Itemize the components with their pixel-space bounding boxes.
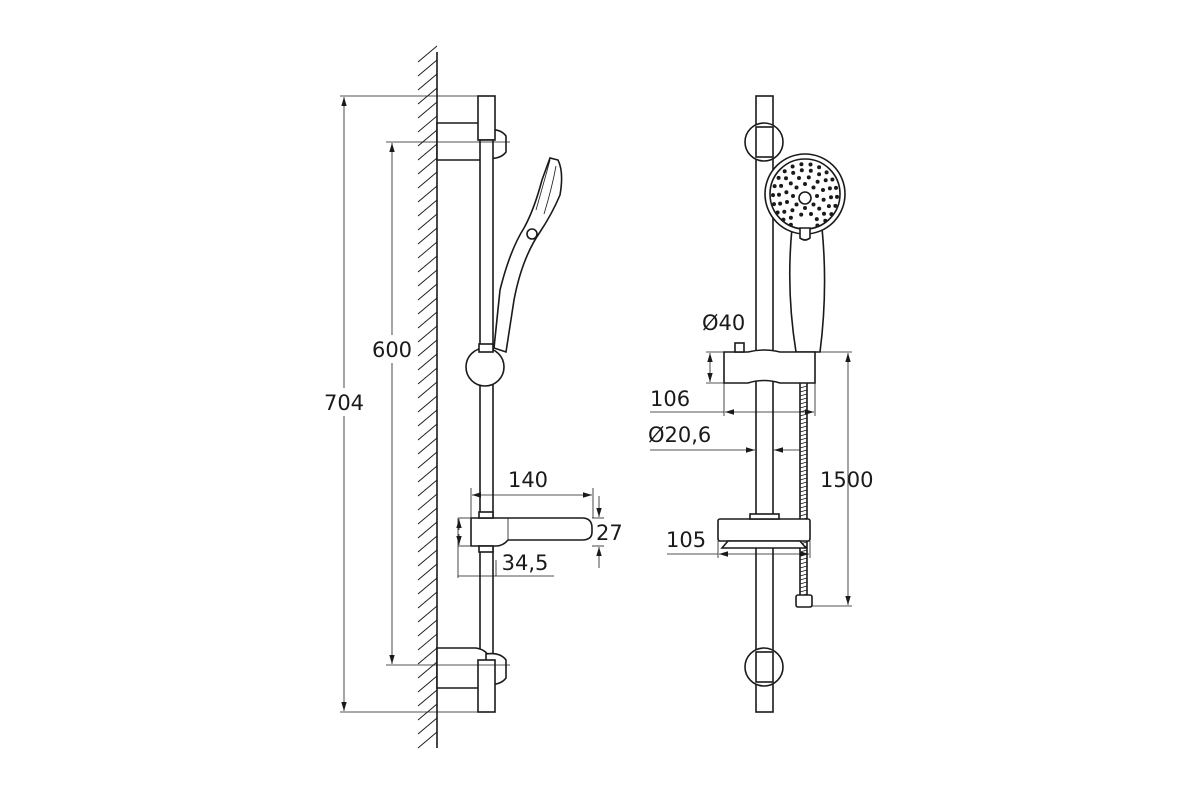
dim-140-label: 140 [508,468,548,492]
front-top-bracket [744,122,784,162]
side-slider-knob [465,347,505,387]
front-handshower [764,153,846,353]
dim-600-label: 600 [372,338,412,362]
top-wall-bracket [436,95,507,161]
shower-hose [795,383,813,608]
dim-diameter-40: Ø40 [702,311,745,384]
side-handshower [493,157,563,354]
dim-704-label: 704 [324,391,364,415]
dim-diameter-20-6: Ø20,6 [648,423,800,453]
front-view: Ø40 106 Ø20,6 1500 10 [648,95,873,713]
dim-1500-label: 1500 [820,468,873,492]
wall-hatching [417,45,438,749]
side-view: 704 600 140 27 [322,45,623,749]
dim-diameter-40-label: Ø40 [702,311,745,335]
dim-1500: 1500 [812,351,873,607]
dim-34-5-label: 34,5 [502,551,549,575]
bottom-wall-bracket [436,647,507,713]
front-bottom-bracket [744,647,784,687]
side-rail [479,139,494,661]
dim-27: 27 [592,496,623,568]
front-soap-shelf [717,513,811,549]
dim-34-5: 34,5 [456,517,554,578]
side-soap-shelf [470,511,593,553]
dim-27-label: 27 [596,521,623,545]
dim-105: 105 [666,528,811,558]
dim-106: 106 [650,383,816,416]
dim-704: 704 [322,95,478,713]
dim-600: 600 [368,141,510,666]
dim-diameter-20-6-label: Ø20,6 [648,423,711,447]
front-rail [755,95,774,713]
dim-105-label: 105 [666,528,706,552]
dim-140: 140 [470,468,594,518]
dim-106-label: 106 [650,387,690,411]
